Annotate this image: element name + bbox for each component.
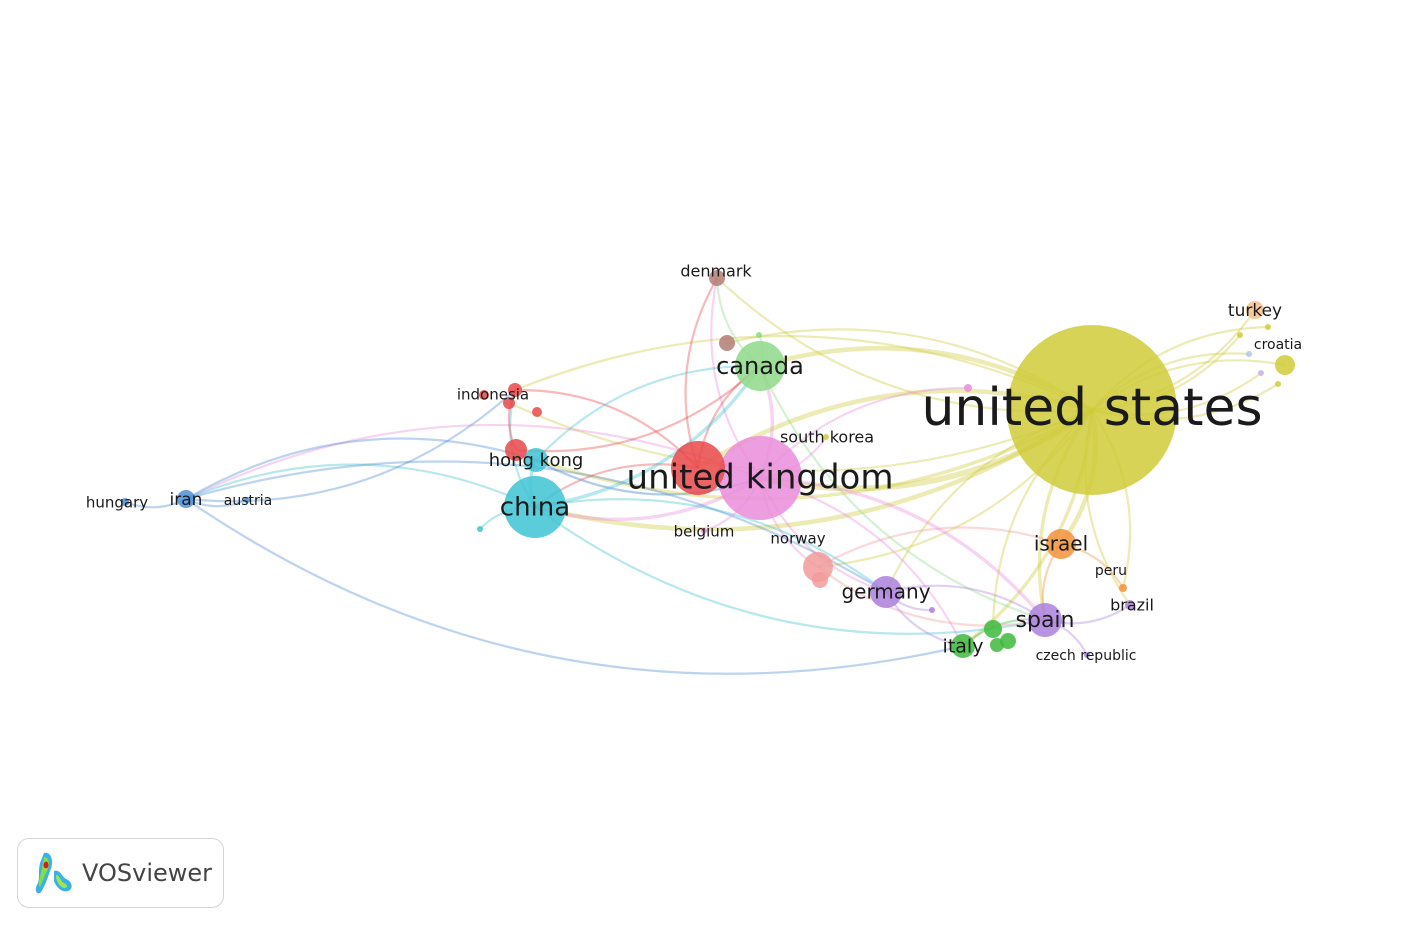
node-label-brazil[interactable]: brazil bbox=[1110, 596, 1154, 615]
node-red3[interactable] bbox=[479, 390, 489, 400]
node-label-uk[interactable]: united kingdom bbox=[627, 458, 894, 498]
node-hk[interactable] bbox=[524, 448, 548, 472]
node-label-peru[interactable]: peru bbox=[1095, 563, 1127, 579]
node-germany[interactable] bbox=[870, 576, 902, 608]
node-label-czech[interactable]: czech republic bbox=[1036, 648, 1137, 664]
node-label-turkey[interactable]: turkey bbox=[1228, 301, 1282, 321]
vosviewer-logo-icon bbox=[35, 852, 72, 894]
node-hungary[interactable] bbox=[121, 498, 129, 506]
node-hkred[interactable] bbox=[505, 439, 527, 461]
node-us[interactable] bbox=[1007, 325, 1177, 495]
node-belgium[interactable] bbox=[701, 528, 707, 534]
link-canada-spain bbox=[758, 365, 1046, 622]
node-pinksm[interactable] bbox=[964, 384, 972, 392]
node-label-italy[interactable]: italy bbox=[943, 636, 984, 658]
node-label-canada[interactable]: canada bbox=[716, 352, 804, 380]
node-iran[interactable] bbox=[177, 490, 195, 508]
link-iran-hk bbox=[185, 437, 537, 500]
node-label-china[interactable]: china bbox=[500, 493, 570, 523]
node-brazil[interactable] bbox=[1125, 600, 1135, 610]
node-label-us[interactable]: united states bbox=[921, 378, 1262, 438]
node-red4[interactable] bbox=[532, 407, 542, 417]
node-label-norway[interactable]: norway bbox=[770, 530, 825, 548]
link-uk-spain bbox=[759, 476, 1047, 622]
node-austria[interactable] bbox=[244, 497, 250, 503]
node-label-croatia[interactable]: croatia bbox=[1254, 337, 1302, 353]
node-purpsm[interactable] bbox=[929, 607, 935, 613]
node-ukred[interactable] bbox=[671, 441, 725, 495]
node-israel[interactable] bbox=[1046, 529, 1076, 559]
node-label-belgium[interactable]: belgium bbox=[674, 523, 735, 541]
link-germany-spain bbox=[885, 584, 1046, 621]
node-label-germany[interactable]: germany bbox=[841, 580, 930, 604]
node-lv1[interactable] bbox=[1258, 370, 1264, 376]
node-green2[interactable] bbox=[984, 620, 1002, 638]
node-y3[interactable] bbox=[1265, 324, 1271, 330]
node-red2[interactable] bbox=[503, 397, 515, 409]
vosviewer-logo: VOSviewer bbox=[17, 838, 224, 908]
node-cyansm[interactable] bbox=[477, 526, 483, 532]
node-italy[interactable] bbox=[951, 634, 975, 658]
node-uk[interactable] bbox=[718, 436, 802, 520]
node-label-indonesia[interactable]: indonesia bbox=[457, 386, 529, 404]
node-label-israel[interactable]: israel bbox=[1034, 532, 1088, 556]
link-iran-indonesia bbox=[185, 389, 516, 503]
node-indonesia[interactable] bbox=[508, 383, 522, 397]
node-peru[interactable] bbox=[1119, 584, 1127, 592]
node-brown2[interactable] bbox=[719, 335, 735, 351]
node-label-hungary[interactable]: hungary bbox=[86, 494, 148, 512]
node-croatia[interactable] bbox=[1275, 355, 1295, 375]
node-turkey[interactable] bbox=[1246, 301, 1264, 319]
node-y4[interactable] bbox=[1275, 381, 1281, 387]
node-denmark[interactable] bbox=[709, 270, 725, 286]
link-hkred-canada bbox=[515, 365, 761, 453]
node-label-southkorea[interactable]: south korea bbox=[780, 428, 874, 447]
node-canada[interactable] bbox=[735, 341, 785, 391]
link-norway-israel bbox=[817, 526, 1062, 568]
vosviewer-logo-text: VOSviewer bbox=[82, 859, 213, 887]
node-y2[interactable] bbox=[1237, 332, 1243, 338]
node-czech[interactable] bbox=[1084, 652, 1090, 658]
link-iran-italy bbox=[185, 498, 964, 675]
link-china-spain bbox=[534, 506, 1046, 635]
node-salmon2[interactable] bbox=[812, 572, 828, 588]
link-iran-germany bbox=[185, 460, 887, 593]
link-china-iran bbox=[185, 463, 536, 508]
node-china[interactable] bbox=[504, 476, 566, 538]
node-greensm[interactable] bbox=[756, 332, 762, 338]
link-us-indonesia bbox=[514, 335, 1093, 411]
link-hk-canada bbox=[535, 364, 761, 461]
node-lb1[interactable] bbox=[1246, 351, 1252, 357]
node-spain[interactable] bbox=[1028, 603, 1062, 637]
node-label-denmark[interactable]: denmark bbox=[680, 262, 752, 281]
node-label-austria[interactable]: austria bbox=[224, 493, 272, 509]
link-norway-spain bbox=[817, 566, 1046, 627]
node-label-spain[interactable]: spain bbox=[1016, 608, 1075, 633]
node-green4[interactable] bbox=[990, 638, 1004, 652]
node-label-iran[interactable]: iran bbox=[170, 490, 203, 510]
node-label-hk[interactable]: hong kong bbox=[489, 450, 584, 471]
node-southkorea[interactable] bbox=[823, 434, 829, 440]
link-china-canada bbox=[534, 365, 762, 509]
link-china-germany bbox=[534, 498, 887, 593]
